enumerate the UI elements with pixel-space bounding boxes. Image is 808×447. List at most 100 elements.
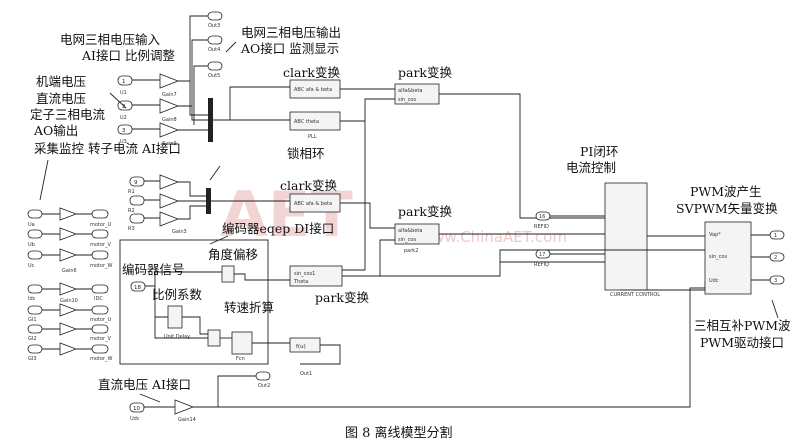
inport-gi2[interactable] bbox=[27, 324, 43, 334]
gain5-block[interactable] bbox=[59, 227, 78, 241]
inport-2-name: U2 bbox=[120, 115, 127, 121]
annotation-dc-voltage: 直流电压 bbox=[36, 91, 86, 106]
inport-3[interactable] bbox=[117, 124, 133, 135]
arrow-ao-monitor bbox=[225, 41, 237, 53]
arrow-left-monitor bbox=[39, 159, 49, 201]
arrow-pwm-out bbox=[771, 299, 779, 319]
annotation-pwm-gen-1: PWM波产生 bbox=[690, 184, 762, 199]
outport-motor-w-label: motor_W bbox=[90, 263, 113, 269]
gain-udc-label: Gain14 bbox=[178, 417, 196, 423]
gain6-label: Gain6 bbox=[62, 268, 77, 274]
inport-gi2-name: GI2 bbox=[28, 336, 37, 342]
inport-gi1[interactable] bbox=[27, 305, 43, 315]
gain7-label: Gain7 bbox=[162, 92, 177, 98]
inport-ua-name: Ua bbox=[28, 222, 35, 228]
gain9-block[interactable] bbox=[159, 122, 180, 138]
gain10-label: Gain10 bbox=[60, 298, 78, 304]
watermark-url: www.ChinaAET.com bbox=[420, 228, 567, 246]
park-block-1-in2: sin_cos bbox=[398, 97, 416, 103]
inport-10-label: 10 bbox=[133, 406, 140, 412]
inport-2-label: 2 bbox=[122, 104, 126, 110]
annotation-acq-monitor: 采集监控 转子电流 AI接口 bbox=[34, 141, 181, 156]
gain6-block[interactable] bbox=[59, 248, 78, 262]
gain8-block[interactable] bbox=[159, 98, 180, 114]
inport-1[interactable] bbox=[117, 75, 133, 86]
fcn-block[interactable] bbox=[231, 331, 253, 355]
svpwm-block[interactable] bbox=[704, 221, 752, 295]
outport-motor-v2-label: motor_V bbox=[90, 336, 112, 342]
current-control-label: CURRENT CONTROL bbox=[610, 292, 660, 298]
park-block-2-in1: alfa&beta bbox=[398, 228, 422, 234]
outport-5-label: Out5 bbox=[208, 73, 220, 79]
outport-motor-w[interactable] bbox=[91, 250, 109, 260]
gain4-block[interactable] bbox=[59, 207, 78, 221]
outport-motor-u[interactable] bbox=[91, 209, 109, 219]
outport-pwm-2[interactable] bbox=[769, 252, 785, 262]
gain-udc-block[interactable] bbox=[174, 399, 195, 415]
inport-18[interactable] bbox=[130, 281, 146, 292]
outport-pwm-1-label: 1 bbox=[774, 233, 777, 239]
current-control-block[interactable] bbox=[604, 182, 648, 291]
fu-block-text: f(u) bbox=[296, 344, 306, 350]
gain12-block[interactable] bbox=[59, 322, 78, 336]
outport-motor-v-label: motor_V bbox=[90, 242, 112, 248]
outport-motor-v[interactable] bbox=[91, 229, 109, 239]
gain2-block[interactable] bbox=[159, 193, 180, 209]
gain1-block[interactable] bbox=[159, 174, 180, 190]
annotation-park1: park变换 bbox=[398, 65, 453, 80]
gain3-block[interactable] bbox=[159, 211, 180, 227]
mux-rotor bbox=[206, 188, 211, 214]
inport-1-label: 1 bbox=[122, 79, 126, 85]
annotation-grid-in: 电网三相电压输入 bbox=[60, 32, 161, 47]
inport-r1-name: R1 bbox=[128, 189, 135, 195]
annotation-ai-scale: AI接口 比例调整 bbox=[81, 48, 175, 63]
watermark-logo: AET bbox=[220, 178, 353, 251]
speed-sum-block[interactable] bbox=[207, 329, 221, 347]
unit-delay-block[interactable] bbox=[167, 305, 183, 329]
encoder-frame bbox=[119, 239, 269, 365]
clark-block-1-text: ABC afa & beta bbox=[294, 87, 332, 93]
outport-motor-u-label: motor_U bbox=[90, 222, 112, 228]
outport-pwm-3[interactable] bbox=[769, 275, 785, 285]
annotation-pwm-gen-2: SVPWM矢量变换 bbox=[676, 201, 778, 216]
inport-r3-name: R3 bbox=[128, 226, 135, 232]
inport-idc[interactable] bbox=[27, 284, 43, 294]
outport-5[interactable] bbox=[207, 61, 223, 71]
gain10-block[interactable] bbox=[59, 282, 78, 296]
mux-grid bbox=[208, 98, 213, 142]
inport-ub[interactable] bbox=[27, 229, 43, 239]
outport-3[interactable] bbox=[207, 11, 223, 21]
encoder-subsystem: 18 Unit Delay Fcn f(u) bbox=[119, 239, 321, 365]
svpwm-in-3: Udc bbox=[709, 278, 719, 284]
inport-9[interactable] bbox=[129, 176, 145, 187]
outport-motor-w2[interactable] bbox=[91, 344, 109, 354]
gain7-block[interactable] bbox=[159, 73, 180, 89]
gain9-label: Gain9 bbox=[162, 141, 177, 147]
annotation-arrows bbox=[39, 41, 779, 403]
sin-cos-block-text: sin_cos1 bbox=[294, 271, 315, 277]
outport-idc[interactable] bbox=[91, 284, 109, 294]
outport-motor-u2[interactable] bbox=[91, 305, 109, 315]
inport-10[interactable] bbox=[129, 402, 145, 413]
outport-motor-v2[interactable] bbox=[91, 324, 109, 334]
inport-gi3[interactable] bbox=[27, 344, 43, 354]
inport-r2-name: R2 bbox=[128, 208, 135, 214]
inport-r2[interactable] bbox=[129, 195, 145, 206]
inport-r3[interactable] bbox=[129, 213, 145, 224]
gain11-block[interactable] bbox=[59, 303, 78, 317]
inport-ua[interactable] bbox=[27, 209, 43, 219]
outport-pwm-1[interactable] bbox=[769, 230, 785, 240]
inport-ub-name: Ub bbox=[28, 242, 35, 248]
park-block-2-name: park2 bbox=[404, 248, 418, 254]
gain13-block[interactable] bbox=[59, 342, 78, 356]
annotation-encoder-di: 编码器eqep DI接口 bbox=[222, 221, 334, 236]
svpwm-block-group: Vap* sin_cos Udc 1 2 3 bbox=[704, 221, 785, 295]
outport-out2[interactable] bbox=[255, 371, 271, 381]
pll-block-label: PLL bbox=[308, 134, 317, 140]
sin-cos-park-group: sin_cos1 Theta bbox=[289, 239, 605, 287]
annotation-speed-conv: 转速折算 bbox=[224, 300, 274, 315]
inport-uc[interactable] bbox=[27, 250, 43, 260]
outport-4[interactable] bbox=[207, 35, 223, 45]
angle-sum-block[interactable] bbox=[221, 265, 235, 283]
inport-1-name: U1 bbox=[120, 90, 127, 96]
